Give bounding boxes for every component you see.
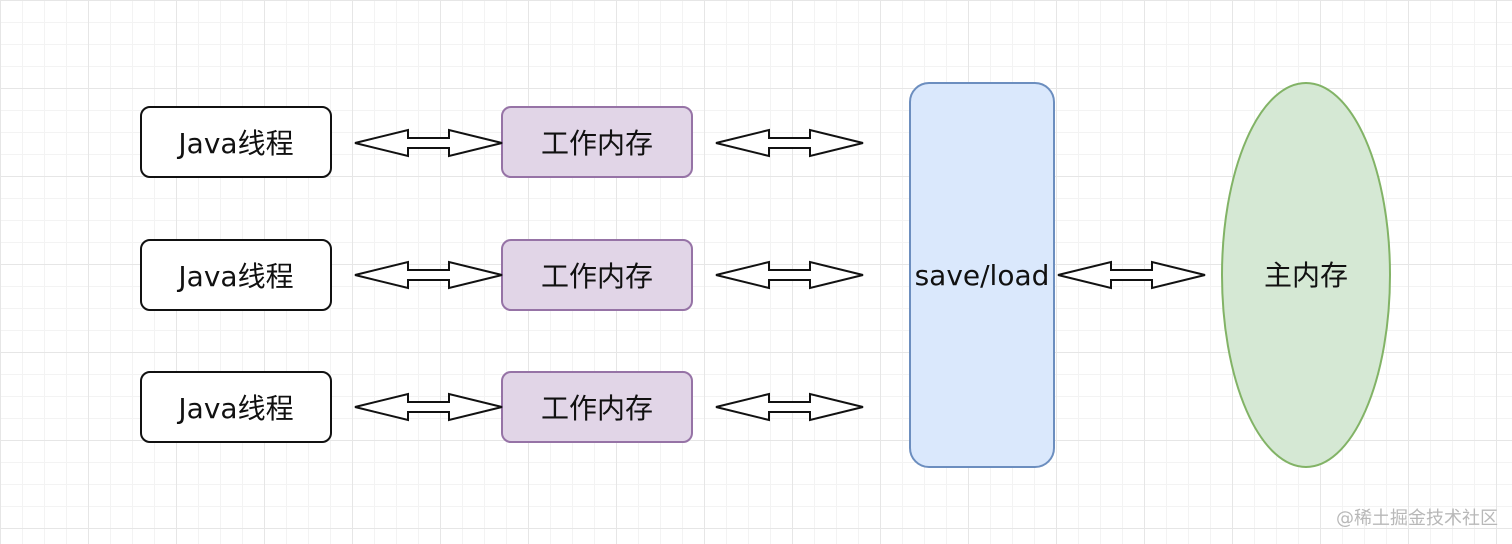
java-thread-box-2[interactable]: Java线程 (140, 239, 332, 311)
double-arrow-thread-work-3 (354, 392, 503, 422)
save-load-box[interactable]: save/load (909, 82, 1055, 468)
work-memory-box-2[interactable]: 工作内存 (501, 239, 693, 311)
java-thread-label-2: Java线程 (178, 260, 294, 293)
java-thread-label-3: Java线程 (178, 392, 294, 425)
double-arrow-work-saveload-3 (715, 392, 864, 422)
main-memory-label: 主内存 (1264, 259, 1348, 292)
work-memory-box-1[interactable]: 工作内存 (501, 106, 693, 178)
double-arrow-saveload-main (1057, 260, 1206, 290)
work-memory-label-1: 工作内存 (540, 127, 653, 160)
work-memory-label-3: 工作内存 (540, 392, 653, 425)
java-thread-box-1[interactable]: Java线程 (140, 106, 332, 178)
java-thread-box-3[interactable]: Java线程 (140, 371, 332, 443)
java-thread-label-1: Java线程 (178, 127, 294, 160)
watermark-text: @稀土掘金技术社区 (1336, 508, 1498, 529)
double-arrow-work-saveload-1 (715, 128, 864, 158)
double-arrow-work-saveload-2 (715, 260, 864, 290)
main-memory-ellipse[interactable] (1221, 82, 1391, 468)
double-arrow-thread-work-1 (354, 128, 503, 158)
save-load-label: save/load (914, 258, 1050, 292)
double-arrow-thread-work-2 (354, 260, 503, 290)
work-memory-label-2: 工作内存 (540, 260, 653, 293)
